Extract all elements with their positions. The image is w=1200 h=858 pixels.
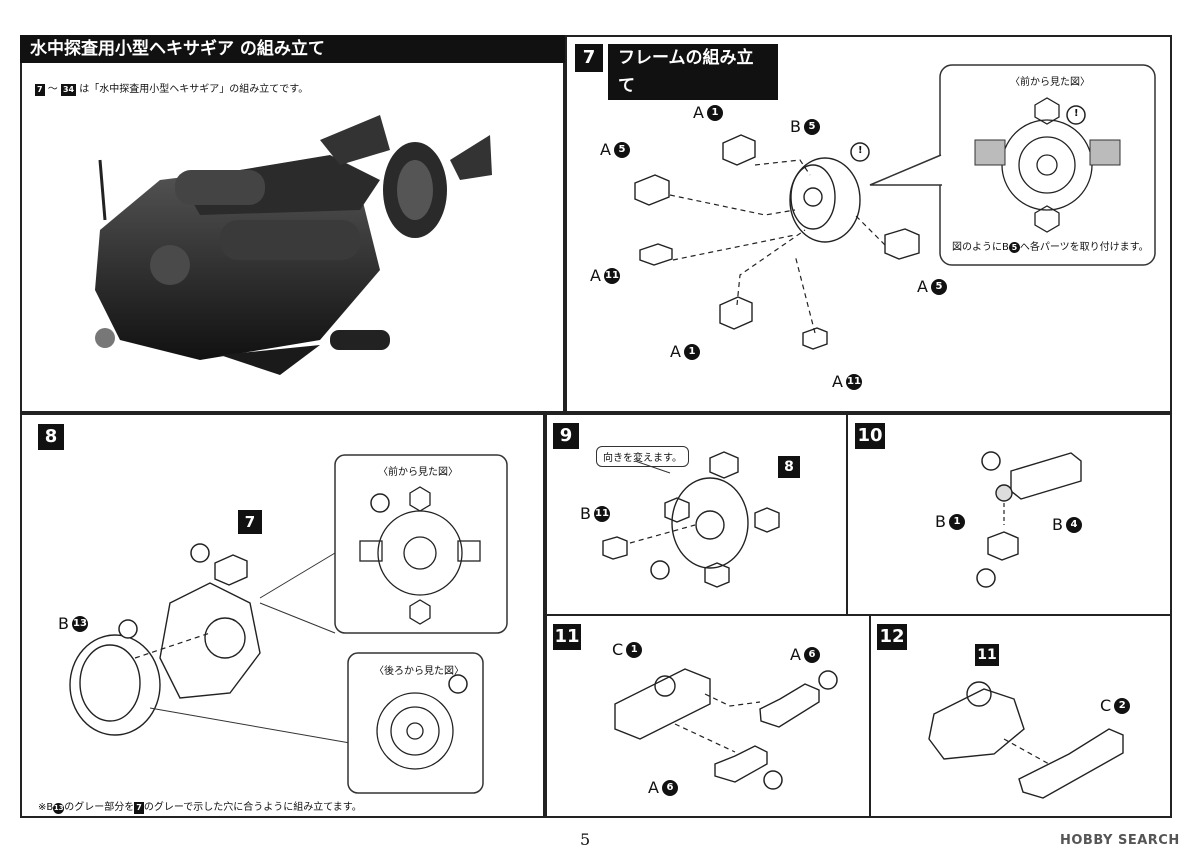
step7-a5-left-num: 5 [613, 141, 630, 158]
step9-number: 9 [553, 423, 579, 449]
hexagear-vehicle-photo [95, 115, 492, 375]
step8-sub-step: 7 [238, 510, 262, 534]
step11-c1-letter: C [612, 640, 624, 659]
step11-a6-bottom-letter: A [648, 778, 659, 797]
step7-callout-title: 〈前から見た図〉 [1010, 77, 1090, 88]
step7-note-part-num: 5 [1008, 242, 1020, 253]
intro-note-start-step: 7 [35, 84, 45, 96]
step11-a6-bottom-num: 6 [661, 779, 678, 796]
step10-b1-letter: B [935, 512, 946, 531]
watermark: HOBBY SEARCH [1060, 833, 1180, 848]
step10-b1-num: 1 [948, 513, 965, 530]
step8-callout-back-title: 〈後ろから見た図〉 [374, 666, 464, 677]
step12-diagram [928, 681, 1124, 799]
intro-note-text: は「水中探査用小型ヘキサギア」の組み立てです。 [79, 84, 309, 95]
step8-callout-front-title: 〈前から見た図〉 [378, 467, 458, 478]
step12-number: 12 [877, 624, 907, 650]
step7-title: フレームの組み立て [608, 44, 778, 100]
step8-number: 8 [38, 424, 64, 450]
page-number: 5 [580, 830, 591, 849]
step11-a6-top-letter: A [790, 645, 801, 664]
step7-note-part: B [1002, 242, 1009, 253]
step10-b4-letter: B [1052, 515, 1063, 534]
step9-diagram [602, 451, 780, 588]
step7-a1-top-letter: A [693, 103, 704, 122]
step7-a5-right-num: 5 [930, 278, 947, 295]
step12-sub-step: 11 [975, 644, 999, 666]
step8-note-post: のグレーで示した穴に合うように組み立てます。 [143, 802, 362, 813]
step7-caution-1: ! [858, 145, 863, 156]
step9-b11-letter: B [580, 504, 591, 523]
step7-diagram [634, 64, 1156, 350]
step7-b5-num: 5 [803, 118, 820, 135]
intro-title: 水中探査用小型ヘキサギア の組み立て [20, 35, 565, 63]
step7-a1-bottom-letter: A [670, 342, 681, 361]
step7-note-pre: 図のように [952, 242, 1002, 253]
step7-a11-left-letter: A [590, 266, 601, 285]
step11-a6-top-num: 6 [803, 646, 820, 663]
step9-bubble: 向きを変えます。 [596, 446, 689, 467]
step7-a11-left-num: 11 [603, 267, 620, 284]
step8-b13-letter: B [58, 614, 69, 633]
step10-panel [846, 413, 1172, 616]
step8-note-step: 7 [134, 802, 144, 814]
step7-b5-letter: B [790, 117, 801, 136]
step8-note-num: 13 [53, 803, 65, 814]
step11-diagram [614, 668, 838, 790]
intro-note: 7 ～ 34 は「水中探査用小型ヘキサギア」の組み立てです。 [35, 84, 309, 96]
step8-b13-num: 13 [71, 615, 88, 632]
step8-note-mid: のグレー部分を [64, 802, 135, 813]
step10-number: 10 [855, 423, 885, 449]
step12-c2-num: 2 [1114, 697, 1131, 714]
step8-note-pre: ※B [38, 802, 54, 813]
step7-a11-bottom-letter: A [832, 372, 843, 391]
step12-c2-letter: C [1100, 696, 1112, 715]
step8-diagram [69, 454, 508, 794]
step7-note-post: へ各パーツを取り付けます。 [1019, 242, 1149, 253]
step9-b11-num: 11 [593, 505, 610, 522]
step7-a5-right-letter: A [917, 277, 928, 296]
step11-number: 11 [553, 624, 581, 650]
step7-a5-left-letter: A [600, 140, 611, 159]
step10-b4-num: 4 [1065, 516, 1082, 533]
step7-caution-2: ! [1074, 108, 1079, 119]
step7-a1-bottom-num: 1 [683, 343, 700, 360]
intro-note-end-step: 34 [60, 84, 77, 96]
step11-c1-num: 1 [626, 641, 643, 658]
step10-diagram [976, 451, 1082, 588]
step9-sub-step: 8 [778, 456, 800, 478]
step7-a1-top-num: 1 [706, 104, 723, 121]
step7-number: 7 [575, 44, 603, 72]
step7-a11-bottom-num: 11 [845, 373, 862, 390]
